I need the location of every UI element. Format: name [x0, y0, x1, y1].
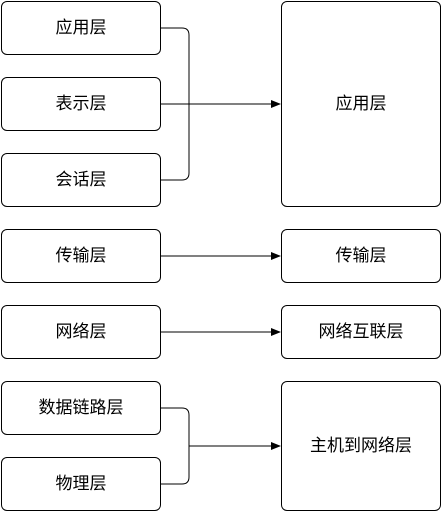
- osi-presentation-layer-label: 表示层: [55, 93, 107, 114]
- osi-network-layer-box: 网络层: [1, 305, 161, 359]
- tcpip-internet-layer-label: 网络互联层: [318, 321, 404, 342]
- osi-application-layer-label: 应用层: [55, 17, 107, 38]
- tcpip-transport-layer-label: 传输层: [335, 245, 387, 266]
- osi-datalink-layer-box: 数据链路层: [1, 381, 161, 435]
- osi-session-layer-label: 会话层: [55, 169, 107, 190]
- connector-datalink: [161, 407, 190, 446]
- osi-transport-layer-label: 传输层: [55, 245, 107, 266]
- tcpip-host-to-network-layer-label: 主机到网络层: [310, 435, 412, 456]
- tcpip-host-to-network-layer-box: 主机到网络层: [281, 381, 441, 511]
- osi-application-layer-box: 应用层: [1, 1, 161, 55]
- tcpip-internet-layer-box: 网络互联层: [281, 305, 441, 359]
- connector-session: [161, 104, 190, 181]
- connector-physical: [161, 446, 190, 485]
- tcpip-transport-layer-box: 传输层: [281, 229, 441, 283]
- tcpip-application-layer-box: 应用层: [281, 1, 441, 207]
- osi-physical-layer-label: 物理层: [55, 473, 107, 494]
- tcpip-application-layer-label: 应用层: [335, 93, 387, 114]
- osi-transport-layer-box: 传输层: [1, 229, 161, 283]
- osi-session-layer-box: 会话层: [1, 153, 161, 207]
- osi-physical-layer-box: 物理层: [1, 457, 161, 511]
- connector-application: [161, 27, 190, 104]
- osi-presentation-layer-box: 表示层: [1, 77, 161, 131]
- osi-network-layer-label: 网络层: [55, 321, 107, 342]
- osi-datalink-layer-label: 数据链路层: [38, 397, 124, 418]
